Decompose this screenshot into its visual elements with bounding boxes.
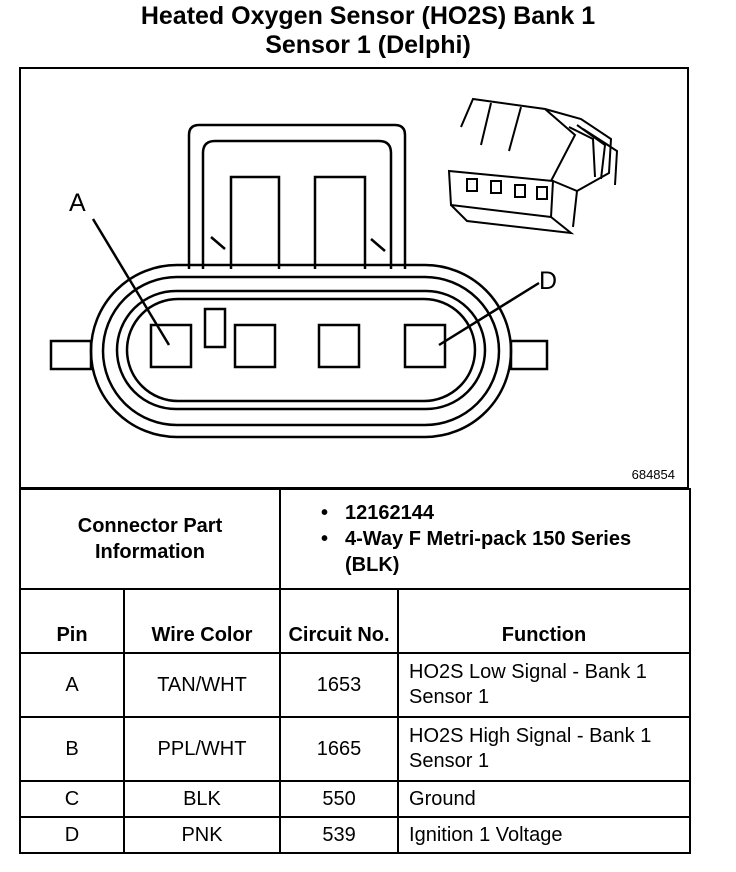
right-side-tab bbox=[509, 339, 549, 371]
table-row: C BLK 550 Ground bbox=[19, 780, 692, 818]
circuit-cell: 550 bbox=[279, 780, 400, 818]
table-row: A TAN/WHT 1653 HO2S Low Signal - Bank 1 … bbox=[19, 652, 692, 718]
table-row: B PPL/WHT 1665 HO2S High Signal - Bank 1… bbox=[19, 716, 692, 782]
pin-d-label: D bbox=[539, 267, 558, 295]
part-number: 12162144 bbox=[321, 500, 689, 526]
connector-info-row: Connector Part Information 12162144 4-Wa… bbox=[18, 488, 692, 590]
title-line-2: Sensor 1 (Delphi) bbox=[265, 31, 471, 59]
circuit-cell: 1653 bbox=[279, 652, 400, 718]
part-description: 4-Way F Metri-pack 150 Series (BLK) bbox=[321, 526, 689, 578]
connector-part-label: Connector Part Information bbox=[18, 488, 282, 590]
page-title: Heated Oxygen Sensor (HO2S) Bank 1 Senso… bbox=[0, 2, 736, 60]
connector-isometric-view bbox=[447, 97, 619, 235]
circuit-cell: 1665 bbox=[279, 716, 400, 782]
wire-color-header: Wire Color bbox=[122, 588, 282, 654]
pin-a-label: A bbox=[69, 189, 86, 217]
connector-latch bbox=[187, 123, 407, 269]
table-row: D PNK 539 Ignition 1 Voltage bbox=[19, 816, 692, 854]
circuit-header: Circuit No. bbox=[279, 588, 400, 654]
function-cell: HO2S Low Signal - Bank 1 Sensor 1 bbox=[397, 652, 692, 718]
pin-cell: D bbox=[19, 816, 125, 854]
wire-color-cell: PPL/WHT bbox=[122, 716, 282, 782]
figure-id: 684854 bbox=[631, 467, 675, 482]
wire-color-cell: BLK bbox=[122, 780, 282, 818]
title-line-1: Heated Oxygen Sensor (HO2S) Bank 1 bbox=[140, 2, 596, 30]
circuit-cell: 539 bbox=[279, 816, 400, 854]
connector-key bbox=[203, 307, 227, 349]
function-cell: Ground bbox=[397, 780, 692, 818]
header-row: Pin Wire Color Circuit No. Function bbox=[19, 588, 692, 654]
connector-table: Connector Part Information 12162144 4-Wa… bbox=[18, 488, 692, 854]
function-header: Function bbox=[397, 588, 692, 654]
pin-a-cavity bbox=[149, 323, 193, 369]
pin-header: Pin bbox=[19, 588, 125, 654]
function-cell: HO2S High Signal - Bank 1 Sensor 1 bbox=[397, 716, 692, 782]
pin-d-cavity bbox=[403, 323, 447, 369]
pin-c-cavity bbox=[317, 323, 361, 369]
pin-b-cavity bbox=[233, 323, 277, 369]
connector-drawing bbox=[49, 97, 619, 439]
pin-cell: B bbox=[19, 716, 125, 782]
pin-cell: A bbox=[19, 652, 125, 718]
connector-part-info: 12162144 4-Way F Metri-pack 150 Series (… bbox=[279, 488, 692, 590]
wire-color-cell: PNK bbox=[122, 816, 282, 854]
connector-figure: A D 684854 bbox=[19, 67, 689, 489]
left-side-tab bbox=[49, 339, 93, 371]
function-cell: Ignition 1 Voltage bbox=[397, 816, 692, 854]
pin-cell: C bbox=[19, 780, 125, 818]
wire-color-cell: TAN/WHT bbox=[122, 652, 282, 718]
